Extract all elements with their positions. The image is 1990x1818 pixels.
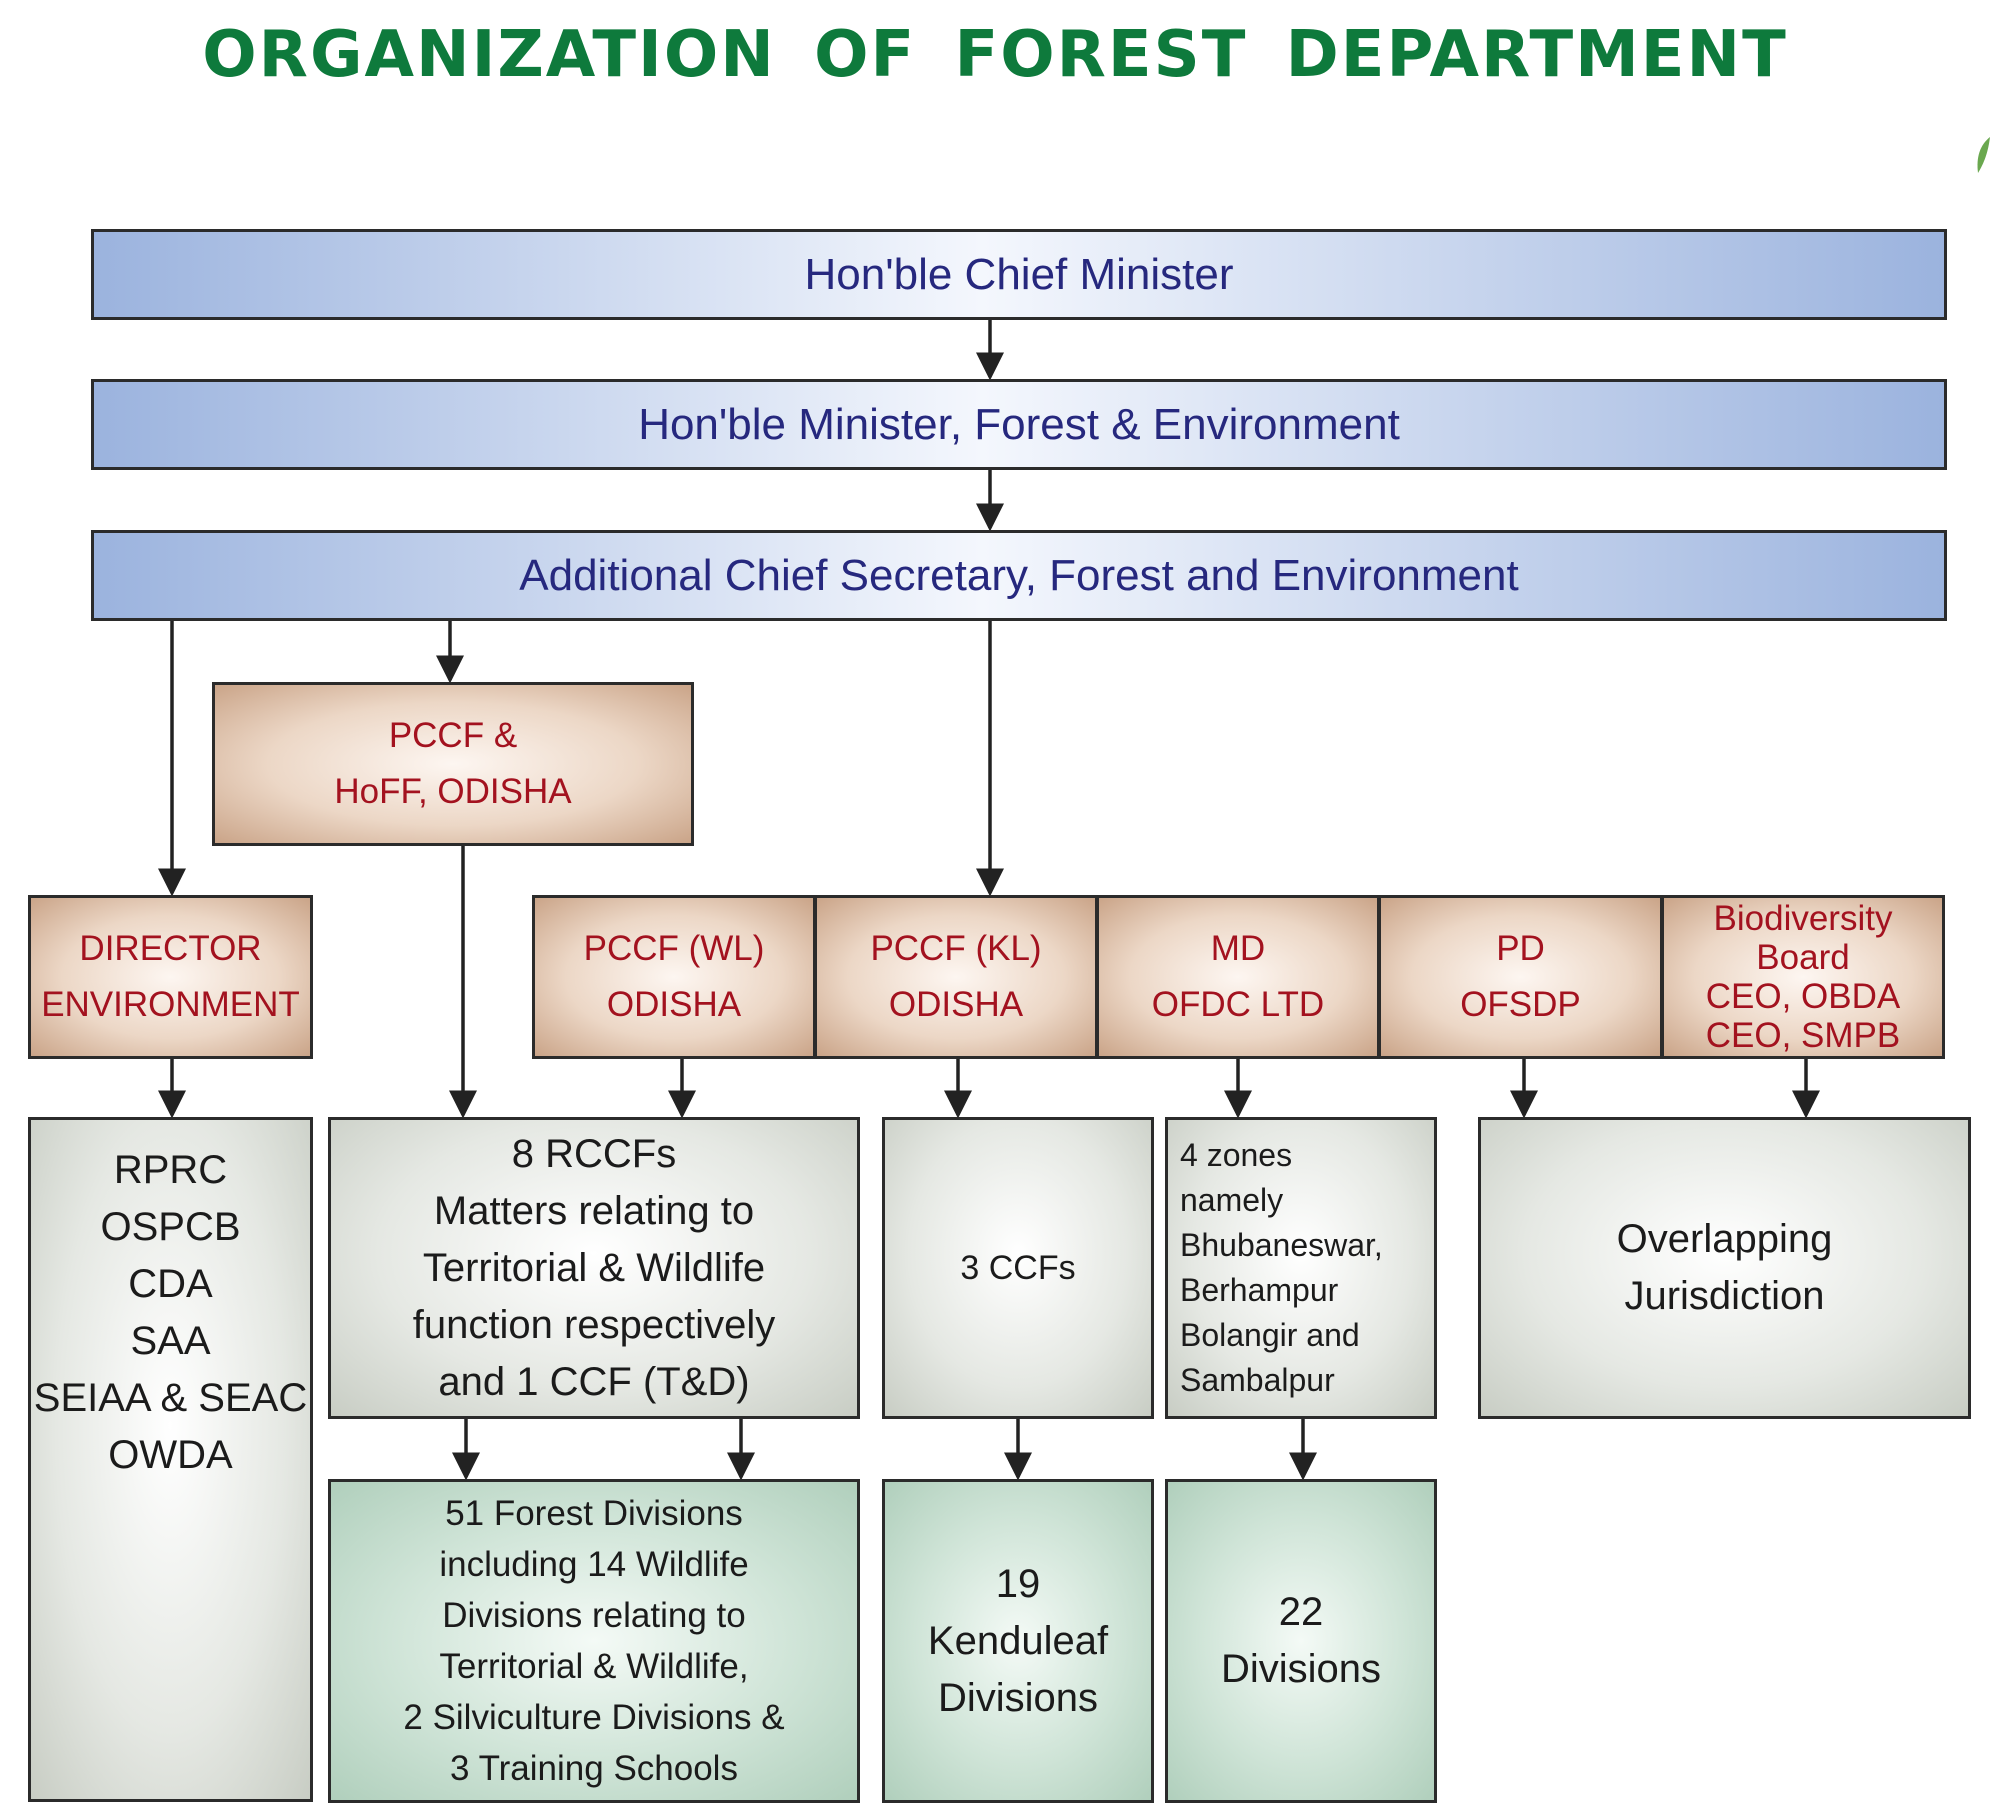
rccfs-line: 8 RCCFs [511, 1131, 677, 1176]
pccf-hoff-line2: HoFF, ODISHA [334, 772, 572, 811]
overlap-line: Overlapping [1616, 1217, 1833, 1261]
zones-line: Bolangir and [1180, 1317, 1360, 1353]
pccf-wl-line2: ODISHA [606, 985, 742, 1024]
zones-line: Sambalpur [1180, 1362, 1335, 1398]
director-env-line2: ENVIRONMENT [41, 985, 300, 1024]
forest-divisions-line: 51 Forest Divisions [445, 1494, 743, 1533]
biodiversity-line2: Board [1756, 937, 1850, 977]
ofdc-divisions-line: 22 [1278, 1590, 1324, 1634]
ccfs-label: 3 CCFs [960, 1248, 1076, 1287]
kenduleaf-divisions-box: 19 Kenduleaf Divisions [882, 1479, 1154, 1803]
forest-divisions-line: 2 Silviculture Divisions & [403, 1698, 785, 1737]
ofdc-divisions-box: 22 Divisions [1165, 1479, 1437, 1803]
zones-box: 4 zones namely Bhubaneswar, Berhampur Bo… [1165, 1117, 1437, 1419]
biodiversity-line4: CEO, SMPB [1705, 1016, 1901, 1056]
pccf-kl-line1: PCCF (KL) [870, 929, 1042, 968]
forest-divisions-line: including 14 Wildlife [439, 1545, 749, 1584]
forest-divisions-box: 51 Forest Divisions including 14 Wildlif… [328, 1479, 860, 1803]
env-bodies-box: RPRC OSPCB CDA SAA SEIAA & SEAC OWDA [28, 1117, 313, 1802]
rccfs-line: Territorial & Wildlife [422, 1245, 766, 1290]
ofdc-divisions-line: Divisions [1220, 1647, 1382, 1691]
pd-ofsdp-line2: OFSDP [1460, 985, 1581, 1024]
pd-ofsdp-box: PD OFSDP [1378, 895, 1663, 1059]
env-body-item: SAA [130, 1319, 211, 1363]
env-body-item: OSPCB [100, 1205, 241, 1249]
director-env-line1: DIRECTOR [79, 929, 262, 968]
forest-divisions-line: 3 Training Schools [450, 1749, 738, 1788]
pccf-kl-line2: ODISHA [888, 985, 1024, 1024]
kenduleaf-line: Divisions [937, 1675, 1099, 1720]
zones-line: Berhampur [1180, 1272, 1339, 1308]
chief-minister-label: Hon'ble Chief Minister [804, 249, 1234, 299]
forest-divisions-line: Territorial & Wildlife, [439, 1647, 749, 1686]
acs-label: Additional Chief Secretary, Forest and E… [519, 550, 1519, 600]
rccfs-box: 8 RCCFs Matters relating to Territorial … [328, 1117, 860, 1419]
acs-box: Additional Chief Secretary, Forest and E… [91, 530, 1947, 621]
pd-ofsdp-line1: PD [1496, 929, 1545, 968]
rccfs-line: function respectively [412, 1302, 776, 1347]
overlap-box: Overlapping Jurisdiction [1478, 1117, 1971, 1419]
director-env-box: DIRECTOR ENVIRONMENT [28, 895, 313, 1059]
kenduleaf-line: Kenduleaf [927, 1618, 1109, 1663]
md-ofdc-box: MD OFDC LTD [1096, 895, 1380, 1059]
minister-box: Hon'ble Minister, Forest & Environment [91, 379, 1947, 470]
biodiversity-line1: Biodiversity [1713, 898, 1893, 938]
leaf-decoration [1977, 137, 1990, 173]
env-body-item: RPRC [113, 1148, 228, 1192]
page-title: ORGANIZATION OF FOREST DEPARTMENT [202, 18, 1788, 92]
env-body-item: CDA [128, 1262, 213, 1306]
zones-line: namely [1180, 1182, 1284, 1218]
pccf-kl-box: PCCF (KL) ODISHA [814, 895, 1098, 1059]
biodiversity-box: Biodiversity Board CEO, OBDA CEO, SMPB [1661, 895, 1945, 1059]
md-ofdc-line1: MD [1210, 929, 1266, 968]
rccfs-line: and 1 CCF (T&D) [438, 1359, 750, 1404]
rccfs-line: Matters relating to [433, 1188, 755, 1233]
zones-line: Bhubaneswar, [1180, 1227, 1383, 1263]
md-ofdc-line2: OFDC LTD [1151, 985, 1325, 1024]
pccf-hoff-line1: PCCF & [388, 716, 518, 755]
pccf-wl-box: PCCF (WL) ODISHA [532, 895, 816, 1059]
overlap-line: Jurisdiction [1624, 1274, 1825, 1318]
kenduleaf-line: 19 [995, 1561, 1041, 1606]
env-body-item: SEIAA & SEAC [33, 1376, 308, 1420]
env-body-item: OWDA [108, 1433, 233, 1477]
pccf-wl-line1: PCCF (WL) [583, 929, 765, 968]
chief-minister-box: Hon'ble Chief Minister [91, 229, 1947, 320]
zones-line: 4 zones [1180, 1137, 1293, 1173]
ccfs-box: 3 CCFs [882, 1117, 1154, 1419]
forest-divisions-line: Divisions relating to [442, 1596, 746, 1635]
pccf-hoff-box: PCCF & HoFF, ODISHA [212, 682, 694, 846]
biodiversity-line3: CEO, OBDA [1705, 977, 1901, 1016]
minister-label: Hon'ble Minister, Forest & Environment [638, 399, 1400, 449]
